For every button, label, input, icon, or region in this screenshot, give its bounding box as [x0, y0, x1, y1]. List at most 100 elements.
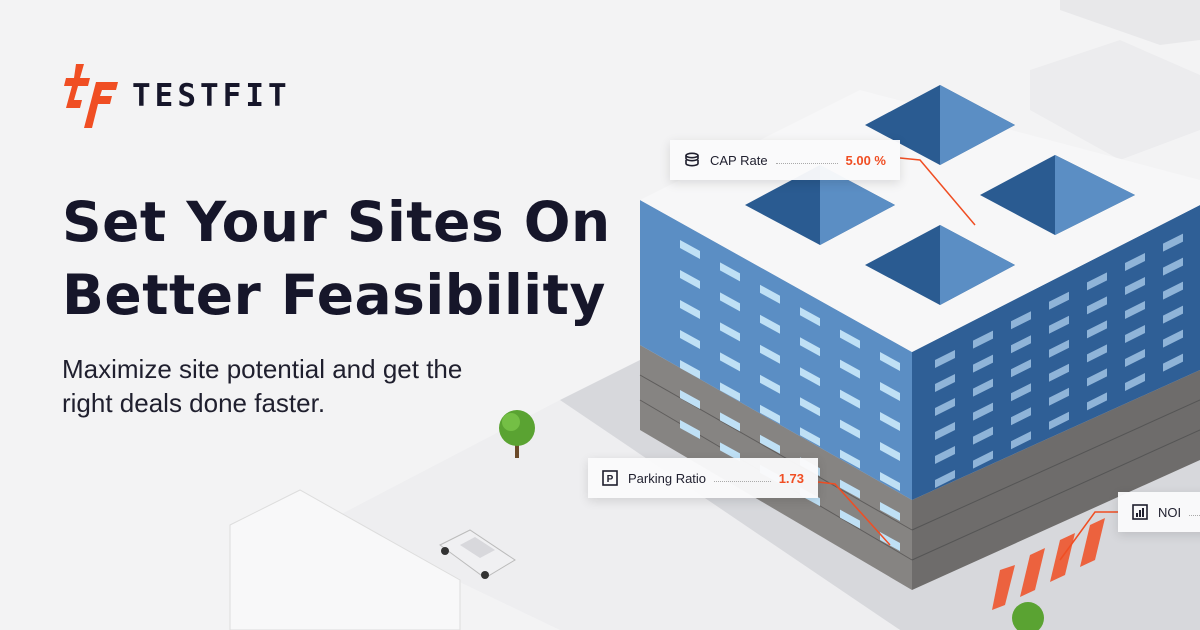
- metric-value: 1.73: [778, 470, 804, 486]
- window: [800, 427, 820, 447]
- subheadline-line-2: right deals done faster.: [62, 388, 326, 418]
- car: [439, 529, 516, 579]
- window: [840, 419, 860, 439]
- skylight: [980, 155, 1135, 235]
- window: [1049, 315, 1069, 334]
- window: [1163, 353, 1183, 372]
- bar-chart-icon: [1132, 504, 1148, 520]
- window: [1049, 291, 1069, 310]
- window: [1049, 339, 1069, 358]
- dotted-leader: [1189, 514, 1200, 516]
- tree: [499, 410, 535, 458]
- window: [935, 350, 955, 368]
- window: [1087, 344, 1107, 363]
- connector-line: [899, 157, 976, 226]
- dotted-leader: [714, 480, 771, 482]
- subheadline: Maximize site potential and get the righ…: [62, 352, 462, 420]
- tree: [1012, 602, 1044, 630]
- window: [840, 329, 860, 349]
- headline-line-2: Better Feasibility: [62, 263, 606, 327]
- window: [880, 532, 900, 551]
- window: [680, 240, 700, 259]
- window: [680, 300, 700, 319]
- window: [840, 359, 860, 379]
- window: [840, 449, 860, 469]
- window: [840, 479, 860, 499]
- window: [720, 262, 740, 282]
- testfit-logo[interactable]: TESTFIT: [62, 64, 291, 128]
- window: [1011, 431, 1031, 450]
- window: [720, 412, 740, 432]
- window: [880, 412, 900, 431]
- metric-label: CAP Rate: [710, 152, 768, 168]
- window: [935, 470, 955, 488]
- window: [1011, 383, 1031, 402]
- connector-line: [1059, 511, 1118, 561]
- window: [760, 434, 780, 454]
- window: [800, 397, 820, 417]
- skylight: [745, 165, 895, 245]
- window: [760, 314, 780, 334]
- window: [973, 402, 993, 421]
- metric-value: 5.00 %: [845, 152, 886, 168]
- window: [840, 389, 860, 409]
- window: [1011, 335, 1031, 354]
- skylight: [865, 225, 1015, 305]
- metric-parking-ratio: P Parking Ratio 1.73: [588, 458, 818, 498]
- window: [720, 442, 740, 462]
- window: [760, 284, 780, 304]
- window: [800, 367, 820, 387]
- window: [880, 352, 900, 371]
- background-building: [1030, 40, 1200, 160]
- window: [760, 344, 780, 364]
- connector-line: [817, 481, 891, 546]
- window: [973, 330, 993, 349]
- window: [935, 422, 955, 440]
- window: [1087, 320, 1107, 339]
- metric-cap-rate: CAP Rate 5.00 %: [670, 140, 900, 180]
- window: [1011, 407, 1031, 426]
- coins-icon: [685, 152, 699, 167]
- window: [1125, 373, 1145, 391]
- window: [1125, 253, 1145, 271]
- window: [760, 374, 780, 394]
- parking-lot: [330, 400, 900, 630]
- window: [720, 382, 740, 402]
- window: [800, 307, 820, 327]
- window: [880, 382, 900, 401]
- window: [1163, 281, 1183, 300]
- background-building: [1060, 0, 1200, 45]
- metric-label: Parking Ratio: [628, 470, 707, 486]
- window: [1163, 257, 1183, 276]
- window: [1087, 296, 1107, 315]
- window: [935, 374, 955, 392]
- window: [935, 446, 955, 464]
- window: [973, 378, 993, 397]
- window: [1011, 311, 1031, 330]
- window: [680, 270, 700, 289]
- window: [880, 502, 900, 521]
- window: [680, 330, 700, 349]
- window: [1087, 368, 1107, 387]
- podium-right: [912, 370, 1200, 590]
- window: [720, 322, 740, 342]
- window: [935, 398, 955, 416]
- window: [840, 509, 860, 529]
- window: [1049, 363, 1069, 382]
- window: [680, 360, 700, 379]
- headline-line-1: Set Your Sites On: [62, 190, 611, 254]
- testfit-logo-mark-icon: [64, 64, 118, 128]
- window: [973, 450, 993, 469]
- window: [680, 420, 700, 439]
- metric-label: NOI: [1158, 504, 1182, 520]
- window: [1125, 349, 1145, 367]
- window: [880, 472, 900, 491]
- window: [973, 426, 993, 445]
- foreground-building: [229, 489, 461, 630]
- window: [1049, 411, 1069, 430]
- window: [973, 354, 993, 373]
- window: [1163, 233, 1183, 252]
- window: [1011, 359, 1031, 378]
- subheadline-line-1: Maximize site potential and get the: [62, 354, 463, 384]
- window: [1163, 329, 1183, 348]
